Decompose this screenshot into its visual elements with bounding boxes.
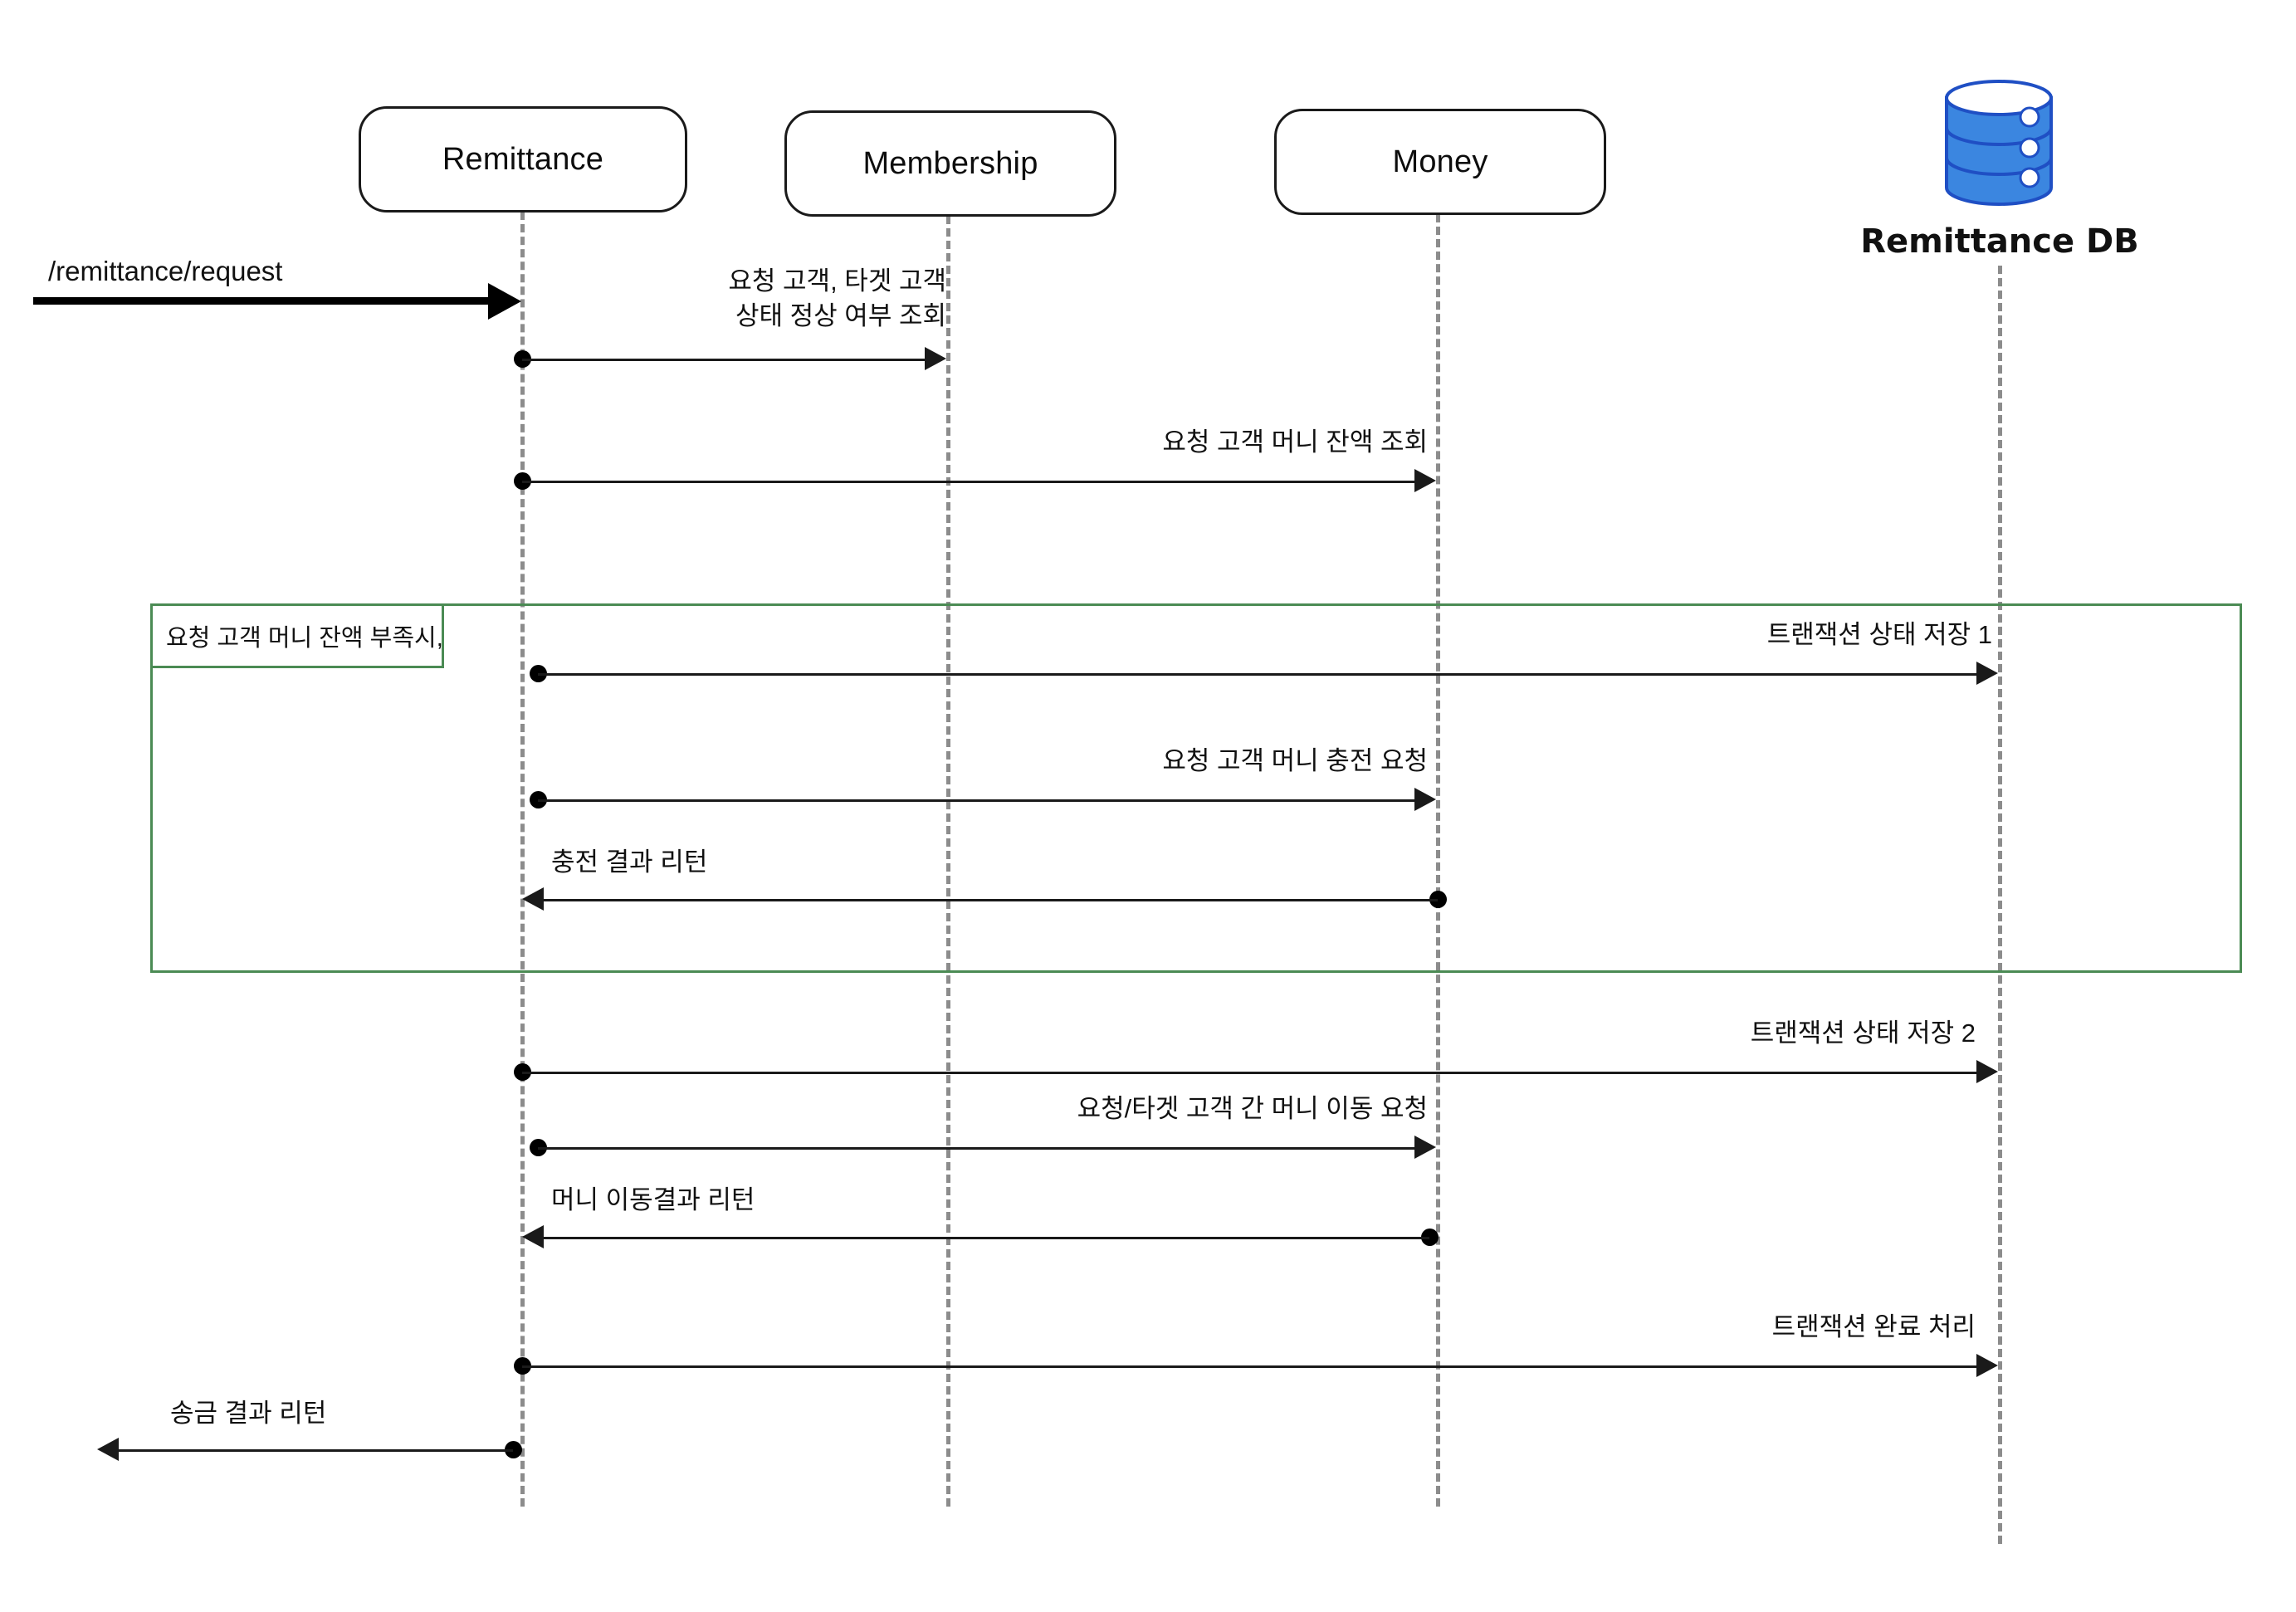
message-line-m6 — [522, 1072, 1978, 1074]
message-label-m10: 송금 결과 리턴 — [170, 1399, 327, 1428]
message-arrow-m2 — [1414, 469, 1436, 492]
participant-money[interactable]: Money — [1274, 109, 1606, 215]
message-line-m5 — [544, 899, 1438, 901]
database-icon — [1937, 76, 2061, 209]
message-arrow-m9 — [1976, 1354, 1998, 1377]
lifeline-membership — [946, 216, 950, 1507]
message-label-m2: 요청 고객 머니 잔액 조회 — [1162, 427, 1428, 457]
lifeline-db — [1998, 266, 2002, 1544]
message-line-m8 — [544, 1237, 1429, 1239]
message-line-m4 — [538, 799, 1416, 802]
message-line-m2 — [522, 481, 1416, 483]
alt-fragment-label: 요청 고객 머니 잔액 부족시, — [150, 603, 444, 668]
participant-label-membership: Membership — [862, 145, 1038, 181]
participant-remittance[interactable]: Remittance — [359, 106, 687, 212]
message-label-m9: 트랜잭션 완료 처리 — [1771, 1312, 1976, 1341]
message-line-m7 — [538, 1147, 1416, 1150]
entry-arrow-head — [488, 283, 521, 320]
message-arrow-m3 — [1976, 662, 1998, 685]
message-arrow-m1 — [925, 347, 946, 370]
participant-membership[interactable]: Membership — [784, 110, 1116, 217]
message-label-m4: 요청 고객 머니 충전 요청 — [1162, 746, 1428, 775]
message-origin-m5 — [1429, 891, 1447, 908]
message-arrow-m6 — [1976, 1060, 1998, 1083]
entry-label: /remittance/request — [48, 256, 283, 286]
message-label-m8: 머니 이동결과 리턴 — [551, 1185, 755, 1214]
message-arrow-m8 — [522, 1225, 544, 1248]
message-origin-m10 — [505, 1441, 522, 1458]
message-arrow-m5 — [522, 887, 544, 911]
message-label-m6: 트랜잭션 상태 저장 2 — [1750, 1018, 1976, 1048]
lifeline-money — [1436, 214, 1440, 1507]
message-arrow-m7 — [1414, 1136, 1436, 1159]
alt-fragment-box — [150, 603, 2242, 973]
participant-label-money: Money — [1392, 144, 1488, 179]
message-label-m3: 트랜잭션 상태 저장 1 — [1766, 620, 1992, 649]
message-line-m9 — [522, 1365, 1978, 1368]
message-label-m7: 요청/타겟 고객 간 머니 이동 요청 — [1077, 1094, 1428, 1123]
message-line-m3 — [538, 673, 1978, 676]
message-origin-m8 — [1421, 1229, 1439, 1246]
participant-label-remittance: Remittance — [442, 141, 604, 177]
message-line-m1 — [522, 359, 926, 361]
message-line-m10 — [119, 1449, 513, 1452]
participant-label-db: Remittance DB — [1860, 222, 2139, 261]
lifeline-remittance — [520, 212, 525, 1507]
message-arrow-m4 — [1414, 788, 1436, 811]
message-label-m1: 요청 고객, 타겟 고객 상태 정상 여부 조회 — [728, 266, 946, 330]
entry-arrow-line — [33, 297, 491, 305]
message-label-m5: 충전 결과 리턴 — [551, 848, 708, 877]
message-arrow-m10 — [97, 1438, 119, 1461]
